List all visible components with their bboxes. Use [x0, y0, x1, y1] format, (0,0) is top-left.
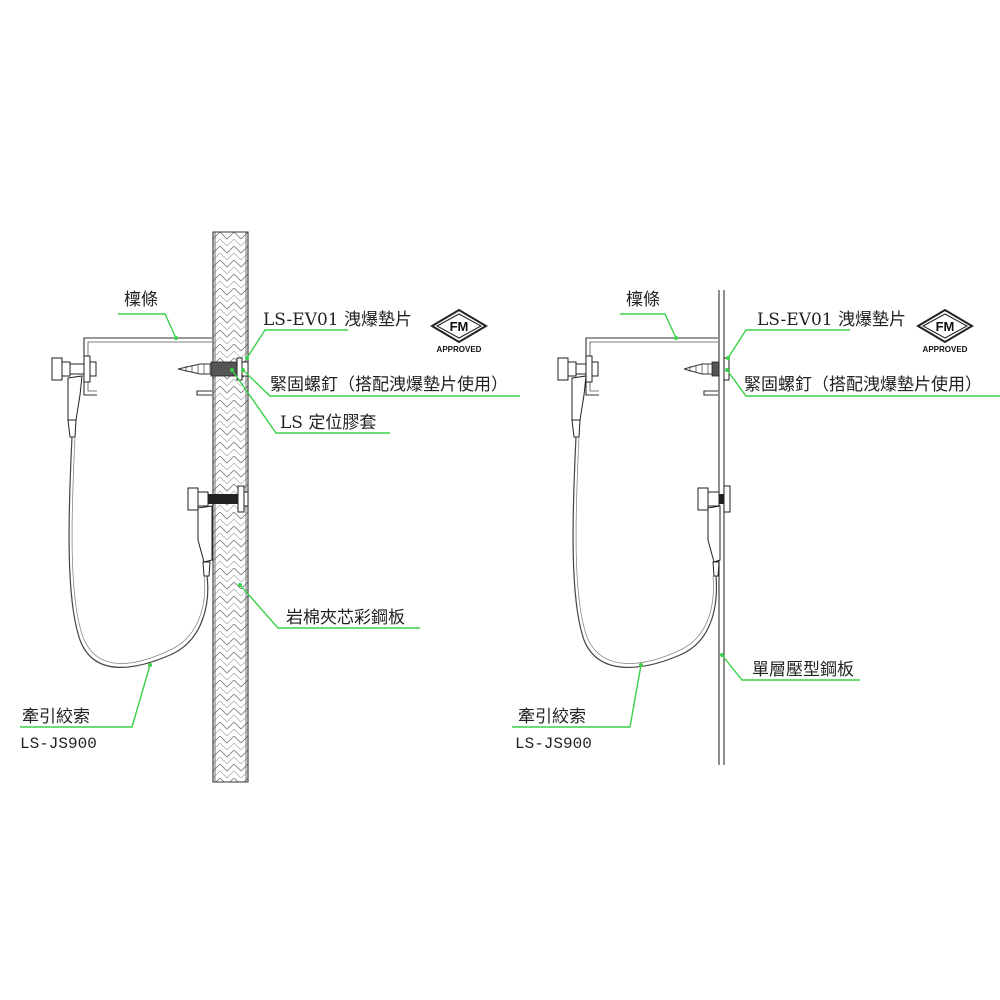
right-vent-piece-label: LS-EV01 洩爆墊片 — [757, 310, 906, 330]
top-bolt-assembly — [557, 355, 599, 438]
left-diagram: 檁條 LS-EV01 洩爆墊片 緊固螺釘（搭配洩爆墊片使用） LS 定位膠套 岩… — [20, 231, 520, 783]
left-cable-label: 牽引絞索 — [22, 707, 90, 727]
left-sleeve-label: LS 定位膠套 — [280, 413, 376, 433]
left-purlin-label: 檁條 — [124, 290, 158, 310]
left-panel-label: 岩棉夾芯彩鋼板 — [286, 608, 405, 628]
fm-approved-badge-left: FM APPROVED — [430, 308, 488, 354]
fm-approved-text: APPROVED — [923, 345, 968, 354]
right-diagram: 檁條 LS-EV01 洩爆墊片 緊固螺釘（搭配洩爆墊片使用） 單層壓型鋼板 牽引… — [512, 290, 1000, 765]
fm-badge-text: FM — [936, 319, 955, 334]
top-bolt-assembly — [51, 355, 97, 438]
lower-bolt-assembly — [697, 485, 731, 577]
lower-bolt-assembly — [187, 485, 249, 577]
right-cable-model-label: LS-JS900 — [515, 735, 592, 753]
fastening-screw — [683, 357, 730, 381]
left-vent-piece-label: LS-EV01 洩爆墊片 — [263, 310, 412, 330]
right-screw-label: 緊固螺釘（搭配洩爆墊片使用） — [744, 374, 982, 395]
right-cable-label: 牽引絞索 — [518, 707, 586, 727]
right-panel-label: 單層壓型鋼板 — [752, 660, 854, 680]
traction-cable — [68, 436, 209, 668]
left-cable-model-label: LS-JS900 — [20, 735, 97, 753]
left-screw-label: 緊固螺釘（搭配洩爆墊片使用） — [270, 374, 508, 395]
fm-badge-text: FM — [450, 319, 469, 334]
traction-cable — [572, 436, 718, 668]
fm-approved-text: APPROVED — [437, 345, 482, 354]
right-purlin-label: 檁條 — [626, 290, 660, 310]
fm-approved-badge-right: FM APPROVED — [916, 308, 974, 354]
